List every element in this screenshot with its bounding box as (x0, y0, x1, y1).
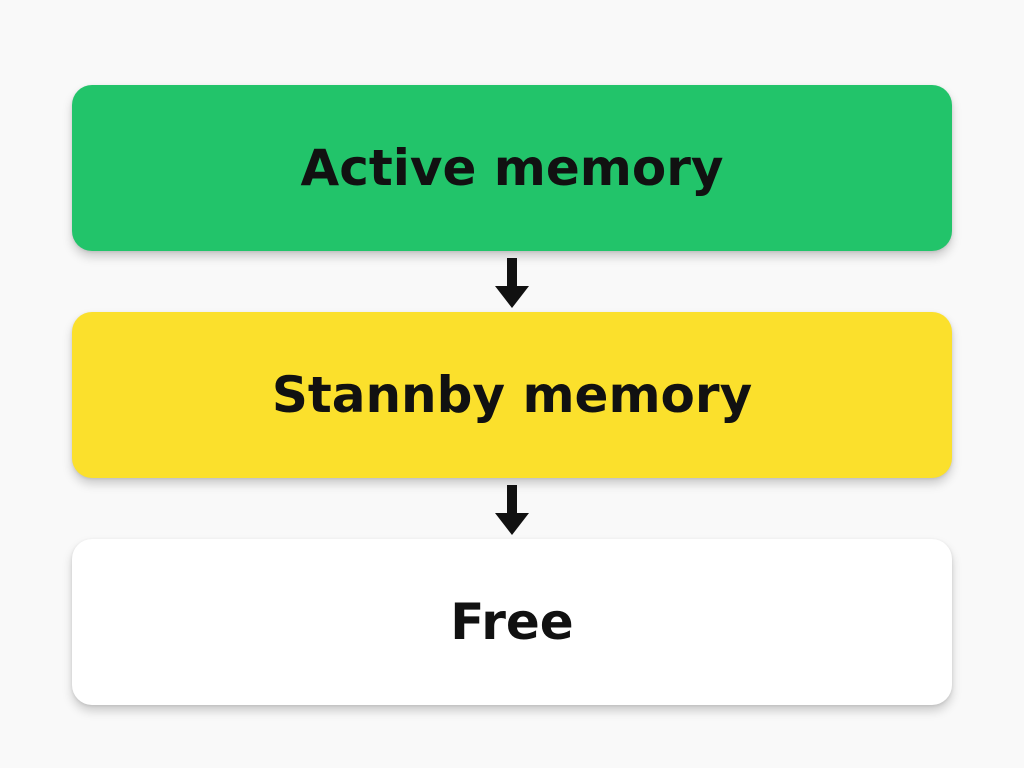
active-memory-box: Active memory (72, 85, 952, 251)
standby-memory-label: Stannby memory (271, 366, 753, 424)
free-memory-box: Free (72, 539, 952, 705)
standby-memory-box: Stannby memory (72, 312, 952, 478)
down-arrow-icon (495, 485, 529, 535)
free-memory-label: Free (450, 593, 574, 651)
active-memory-label: Active memory (300, 139, 724, 197)
down-arrow-icon (495, 258, 529, 308)
